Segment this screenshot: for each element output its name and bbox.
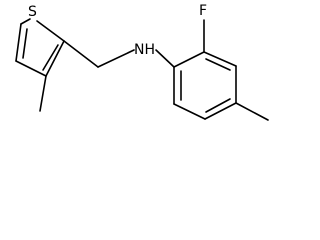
bond-b4-b5 xyxy=(204,102,237,120)
bond-methyl-benzene xyxy=(235,102,269,121)
bond-c2-c3-double-inner xyxy=(42,44,59,71)
bond-c5-s xyxy=(20,18,31,25)
fluorine-label: F xyxy=(199,3,207,19)
bond-b2-b3-inner xyxy=(205,58,231,71)
bond-c3-c4 xyxy=(15,60,47,77)
bond-c4-c5-double-inner xyxy=(22,28,28,59)
bond-b5-b6 xyxy=(173,103,206,120)
bond-b4-b5-inner xyxy=(205,98,231,113)
benzene-ring xyxy=(173,51,237,120)
bond-b2-b3 xyxy=(203,51,237,67)
bond-ch2-nh xyxy=(97,49,135,68)
nh-label: NH xyxy=(134,42,155,58)
bond-c4-c5-double-outer xyxy=(15,23,22,62)
bond-b1-b2 xyxy=(173,51,205,68)
bond-c2-c3 xyxy=(45,40,65,77)
bond-c2-ch2 xyxy=(63,40,99,68)
thiophene-ring xyxy=(15,18,65,77)
bond-nh-aryl xyxy=(155,49,175,68)
chemical-structure: S NH F xyxy=(15,3,269,121)
bond-methyl-thiophene xyxy=(39,75,47,112)
bond-s-c2 xyxy=(36,20,65,42)
sulfur-label: S xyxy=(28,4,37,20)
